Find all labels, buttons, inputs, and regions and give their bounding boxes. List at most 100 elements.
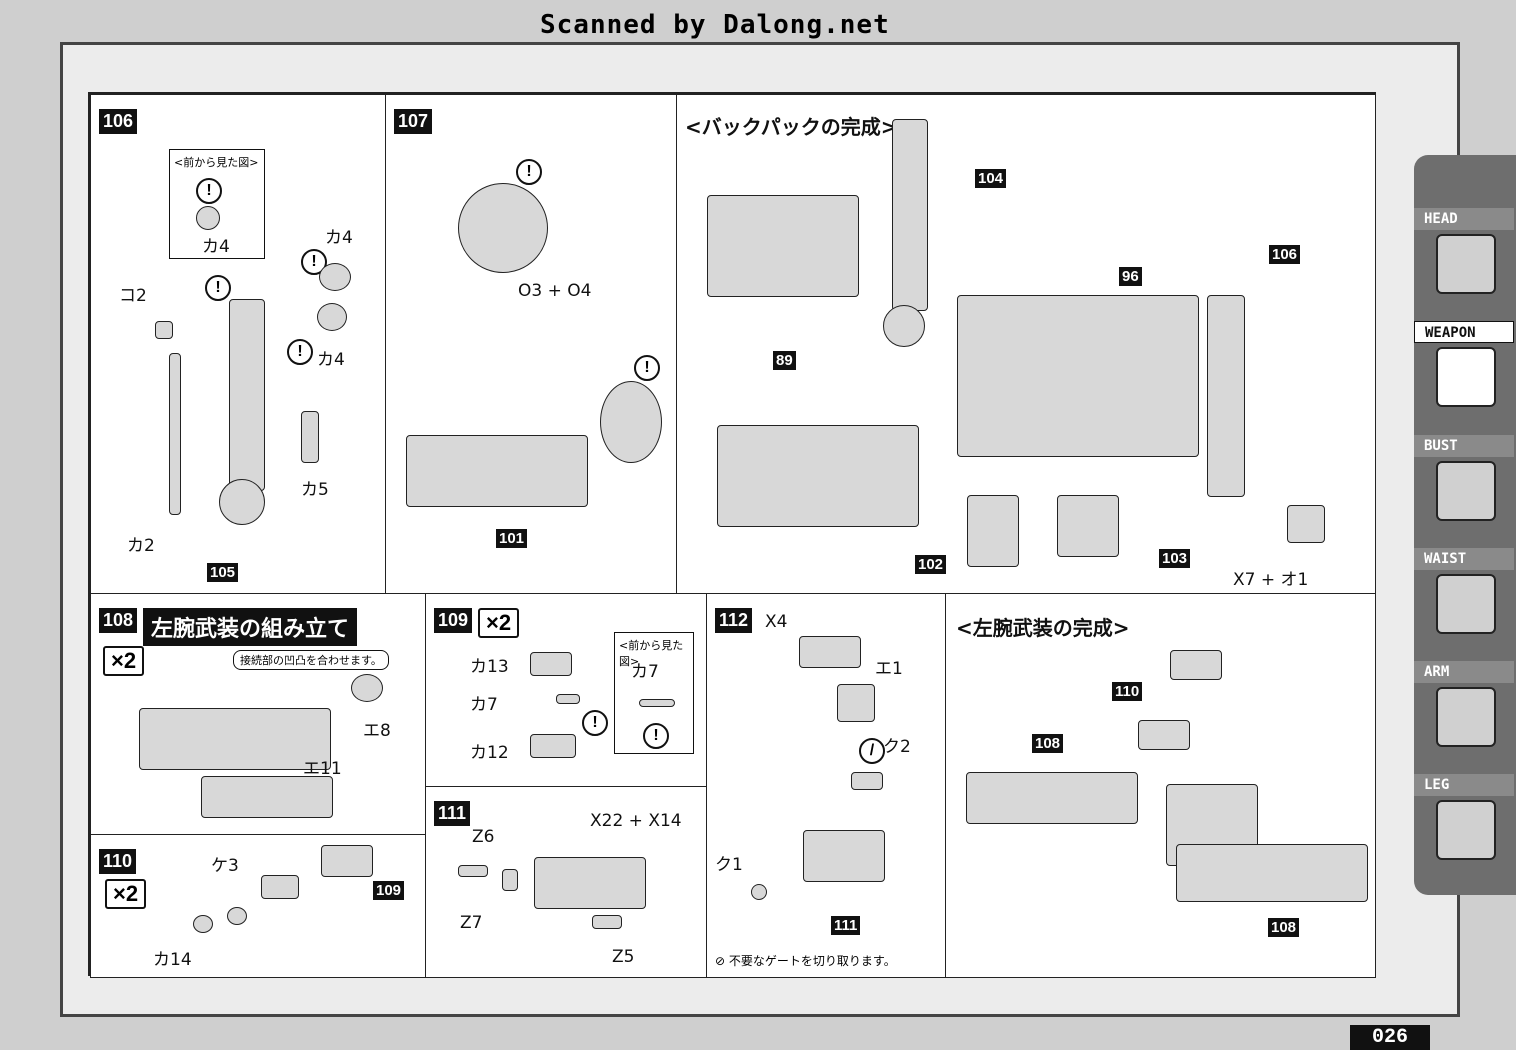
part-number: 108	[1268, 918, 1300, 937]
step-112-panel: 112 X4 エ1 / ク2 ク1 111 ⊘ 不要なゲートを切り取ります。	[706, 593, 946, 978]
part-illustration	[799, 636, 861, 668]
part-illustration	[502, 869, 518, 891]
part-illustration	[837, 684, 875, 722]
part-illustration	[639, 699, 675, 707]
section-title: <バックパックの完成>	[685, 115, 898, 139]
part-label: エ1	[875, 659, 903, 679]
part-label: Z5	[612, 947, 635, 967]
part-number: 111	[831, 916, 861, 935]
part-illustration	[227, 907, 247, 925]
caution-icon: !	[516, 159, 542, 185]
tab-weapon-label: WEAPON	[1414, 321, 1514, 343]
caution-icon: !	[287, 339, 313, 365]
part-label: カ7	[631, 662, 659, 682]
part-illustration	[1170, 650, 1222, 680]
wheel-part	[219, 479, 265, 525]
quantity-badge: ×2	[103, 646, 145, 676]
part-illustration	[967, 495, 1019, 567]
step-number: 106	[99, 109, 138, 134]
part-illustration	[319, 263, 351, 291]
part-number: 109	[373, 881, 405, 900]
step-number: 108	[99, 608, 138, 633]
part-label: カ4	[317, 350, 345, 370]
step-111-panel: 111 X22 + X14 Z6 Z7 Z5	[425, 786, 707, 978]
assembly-note: 接続部の凹凸を合わせます。	[233, 650, 389, 670]
backpack-body-part	[957, 295, 1199, 457]
part-illustration	[592, 915, 622, 929]
part-label: カ2	[127, 536, 155, 556]
cannon-part	[139, 708, 331, 770]
part-number: 103	[1159, 549, 1191, 568]
part-illustration	[155, 321, 173, 339]
part-label: カ4	[325, 228, 353, 248]
part-label: ク2	[883, 737, 911, 757]
part-label: ク1	[715, 855, 743, 875]
step-109-panel: 109 ×2 カ13 カ7 ! カ12 <前から見た図> カ7 !	[425, 593, 707, 787]
front-view-caption: <前から見た図>	[174, 156, 259, 169]
caution-icon: !	[582, 710, 608, 736]
step-number: 112	[715, 608, 753, 633]
arm-frame-part	[229, 299, 265, 491]
part-number: 108	[1032, 734, 1064, 753]
step-110-panel: 110 ×2 ケ3 109 カ14	[90, 834, 426, 978]
front-view-inset: <前から見た図> ! カ4	[169, 149, 265, 259]
gate-note-text: 不要なゲートを切り取ります。	[728, 954, 896, 968]
cut-gate-icon: ⊘	[715, 954, 726, 968]
part-label: カ14	[153, 950, 192, 970]
disc-part	[458, 183, 548, 273]
part-label: X7 + オ1	[1233, 570, 1309, 590]
caution-icon: !	[643, 723, 669, 749]
part-illustration	[193, 915, 213, 933]
step-106-panel: 106 <前から見た図> ! カ4 カ4 ! コ2 ! ! カ4 カ5 カ2 1…	[90, 94, 386, 594]
part-label: ケ3	[211, 856, 239, 876]
part-illustration	[530, 734, 576, 758]
part-illustration	[851, 772, 883, 790]
part-label: カ7	[470, 695, 498, 715]
bust-icon	[1436, 461, 1496, 521]
part-label: O3 + O4	[518, 281, 592, 301]
part-illustration	[261, 875, 299, 899]
tab-leg-label: LEG	[1414, 774, 1514, 796]
waist-icon	[1436, 574, 1496, 634]
quantity-badge: ×2	[105, 879, 147, 909]
part-number: 106	[1269, 245, 1301, 264]
head-icon	[1436, 234, 1496, 294]
part-label: カ13	[470, 657, 509, 677]
arm-icon	[1436, 687, 1496, 747]
part-illustration	[1057, 495, 1119, 557]
tab-arm-label: ARM	[1414, 661, 1514, 683]
step-108-panel: 108 左腕武装の組み立て ×2 接続部の凹凸を合わせます。 エ3 エ8 エ11	[90, 593, 426, 835]
part-label: カ4	[202, 237, 230, 257]
caution-icon: !	[205, 275, 231, 301]
part-label: カ5	[301, 480, 329, 500]
step-number: 110	[99, 849, 137, 874]
step-number: 109	[434, 608, 473, 633]
part-number: 101	[496, 529, 528, 548]
part-label: エ11	[303, 759, 342, 779]
gate-note: ⊘ 不要なゲートを切り取ります。	[715, 952, 896, 969]
backpack-complete-panel: <バックパックの完成> 104 89 96 106 102 103 X7 + オ…	[676, 94, 1376, 594]
tab-bust-label: BUST	[1414, 435, 1514, 457]
tab-waist-label: WAIST	[1414, 548, 1514, 570]
part-number: 104	[975, 169, 1007, 188]
left-arm-complete-panel: <左腕武装の完成> 110 108 108	[945, 593, 1376, 978]
part-number: 102	[915, 555, 947, 574]
arm-frame-part	[892, 119, 928, 311]
part-number: 105	[207, 563, 239, 582]
part-illustration	[301, 411, 319, 463]
arm-frame-part	[1207, 295, 1245, 497]
step-107-panel: 107 ! O3 + O4 ! 101	[385, 94, 677, 594]
cannon-part	[1176, 844, 1368, 902]
part-illustration	[556, 694, 580, 704]
quantity-badge: ×2	[478, 608, 520, 638]
part-number: 96	[1119, 267, 1142, 286]
part-illustration	[201, 776, 333, 818]
disc-part	[600, 381, 662, 463]
part-label: Z6	[472, 827, 495, 847]
part-illustration	[317, 303, 347, 331]
part-illustration	[1138, 720, 1190, 750]
step-number: 111	[434, 801, 471, 826]
part-illustration	[321, 845, 373, 877]
gun-body-part	[803, 830, 885, 882]
